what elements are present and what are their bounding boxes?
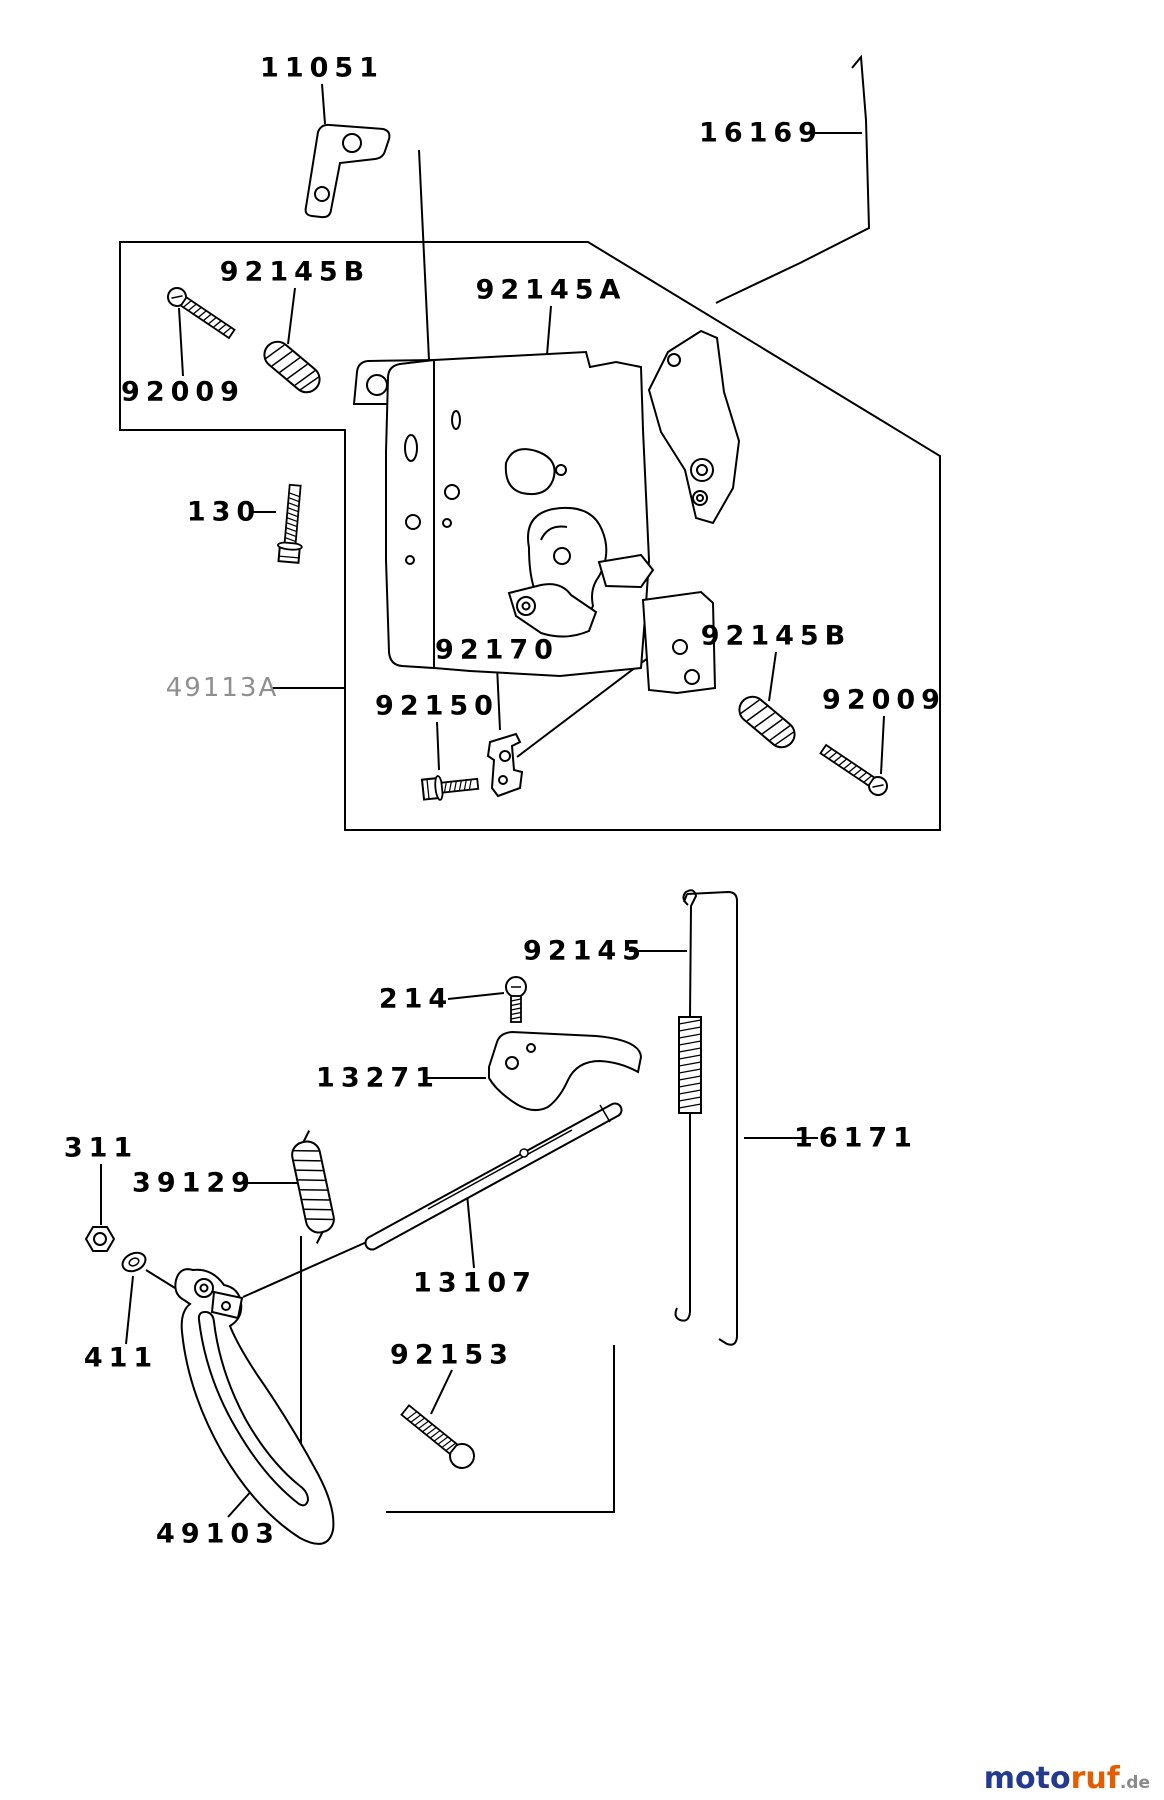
plate-13271 [488, 1030, 643, 1111]
part-label-13271: 13271 [316, 1062, 440, 1094]
rod-16171 [683, 890, 738, 1346]
part-label-11051: 11051 [260, 52, 384, 84]
watermark-brand-primary: moto [983, 1761, 1071, 1796]
leader-92150 [436, 721, 440, 771]
screw-92009-left [163, 283, 238, 343]
leader-13107 [466, 1193, 475, 1269]
part-label-92150: 92150 [375, 690, 499, 722]
screw-92009-right [817, 740, 892, 800]
bolt-92150 [420, 775, 480, 801]
control-plate-49113a [352, 329, 741, 695]
clamp-92170 [486, 732, 524, 798]
part-label-13107: 13107 [413, 1267, 537, 1299]
leader-92170 [496, 665, 501, 731]
leader-214 [447, 992, 505, 1000]
watermark-brand-secondary: ruf [1070, 1761, 1120, 1796]
part-label-16169: 16169 [699, 117, 823, 149]
plate-bottom-tab [641, 590, 717, 695]
part-label-92145b-lower: 92145B [700, 620, 852, 652]
part-label-92170: 92170 [435, 634, 559, 666]
leader-92145a [546, 305, 552, 356]
leader-411 [125, 1275, 134, 1345]
part-label-92145a: 92145A [475, 274, 627, 306]
watermark-tld: .de [1119, 1773, 1150, 1793]
leader-92009-right [880, 715, 885, 775]
leader-92145b-lower [768, 651, 777, 702]
part-label-92009-right: 92009 [822, 684, 946, 716]
leader-92153 [430, 1369, 453, 1415]
rod-16169 [715, 54, 871, 304]
shaft-13107 [364, 1102, 623, 1251]
part-label-49103: 49103 [156, 1518, 280, 1550]
plate-left-flange [385, 358, 435, 670]
upper-assembly [163, 54, 892, 801]
part-label-311: 311 [63, 1132, 139, 1164]
part-label-130: 130 [186, 496, 262, 528]
zone-box-upper [119, 241, 941, 831]
part-label-92145b-upper: 92145B [219, 256, 371, 288]
part-label-92153: 92153 [390, 1339, 514, 1371]
watermark-motoruf: motoruf.de [984, 1764, 1150, 1794]
lower-assembly [84, 889, 738, 1545]
leader-11051 [321, 83, 326, 125]
leader-92145b-upper [287, 287, 296, 345]
spring-92145b-upper [258, 335, 326, 399]
part-label-92145: 92145 [523, 935, 647, 967]
bolt-130 [277, 483, 303, 564]
part-label-39129: 39129 [132, 1167, 256, 1199]
washer-411 [121, 1251, 147, 1273]
bracket-11051 [304, 123, 391, 219]
choke-link [597, 553, 655, 589]
part-label-16171: 16171 [794, 1122, 918, 1154]
spring-92145b-lower [733, 690, 801, 754]
part-label-411: 411 [83, 1342, 159, 1374]
lever-49103 [174, 1268, 335, 1545]
bolt-92153 [400, 1404, 475, 1469]
screw-214 [505, 976, 527, 1023]
spring-39129 [291, 1130, 335, 1244]
zone-box-lower-right-edge [386, 1345, 615, 1513]
plate-arm [647, 329, 741, 525]
part-label-214: 214 [378, 983, 454, 1015]
leader-92009-left [178, 307, 184, 377]
part-label-92009-left: 92009 [121, 376, 245, 408]
assembly-line-49103 [242, 1240, 370, 1298]
nut-311 [84, 1226, 116, 1252]
zone-label-49113a: 49113A [165, 673, 279, 703]
spring-92145 [674, 889, 702, 1322]
